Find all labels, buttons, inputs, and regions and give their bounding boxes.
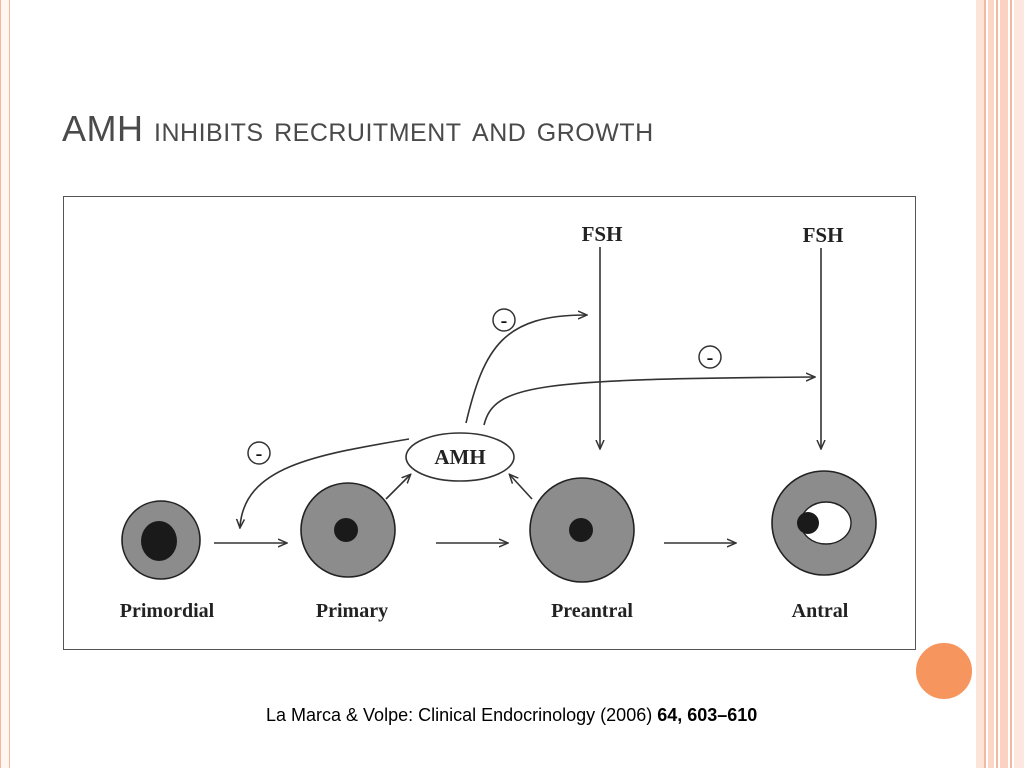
stage-label-primordial: Primordial: [120, 600, 215, 622]
fsh-label-1: FSH: [582, 222, 623, 246]
fsh-label-2: FSH: [803, 223, 844, 247]
amh-node: [405, 432, 515, 482]
preantral-to-amh-arrow: [510, 475, 533, 500]
stage-label-primary: Primary: [316, 600, 388, 622]
amh-inhibit-fsh-preantral-arrow: [465, 315, 586, 424]
follicle-preantral: [529, 477, 635, 583]
slide-right-stripes: [976, 0, 1024, 768]
page-title: AMH inhibits recruitment and growth: [62, 108, 654, 150]
minus-sign-2: -: [698, 345, 722, 369]
decorative-orange-circle: [913, 640, 975, 702]
stage-label-antral: Antral: [792, 600, 849, 622]
citation-ref: 64, 603–610: [657, 705, 758, 725]
follicle-primary: [300, 482, 396, 578]
follicle-antral: [771, 470, 877, 576]
primary-to-amh-arrow: [385, 475, 410, 500]
slide-left-border: [0, 0, 10, 768]
title-rest: inhibits recruitment and growth: [154, 108, 654, 149]
amh-inhibit-recruitment-arrow: [240, 438, 410, 527]
amh-inhibit-fsh-antral-arrow: [483, 377, 814, 426]
stage-label-preantral: Preantral: [551, 600, 633, 622]
amh-diagram: FSH FSH AMH - - -: [63, 196, 916, 650]
citation-text: La Marca & Volpe: Clinical Endocrinology…: [266, 705, 658, 725]
amh-diagram-svg: FSH FSH AMH - - -: [120, 222, 877, 622]
svg-text:-: -: [256, 443, 263, 465]
follicle-primordial: [121, 500, 201, 580]
svg-text:-: -: [707, 347, 714, 369]
svg-text:-: -: [501, 310, 508, 332]
minus-sign-3: -: [247, 441, 271, 465]
minus-sign-1: -: [492, 308, 516, 332]
citation: La Marca & Volpe: Clinical Endocrinology…: [266, 702, 866, 728]
amh-label: AMH: [434, 445, 485, 469]
title-main: AMH: [62, 108, 144, 149]
